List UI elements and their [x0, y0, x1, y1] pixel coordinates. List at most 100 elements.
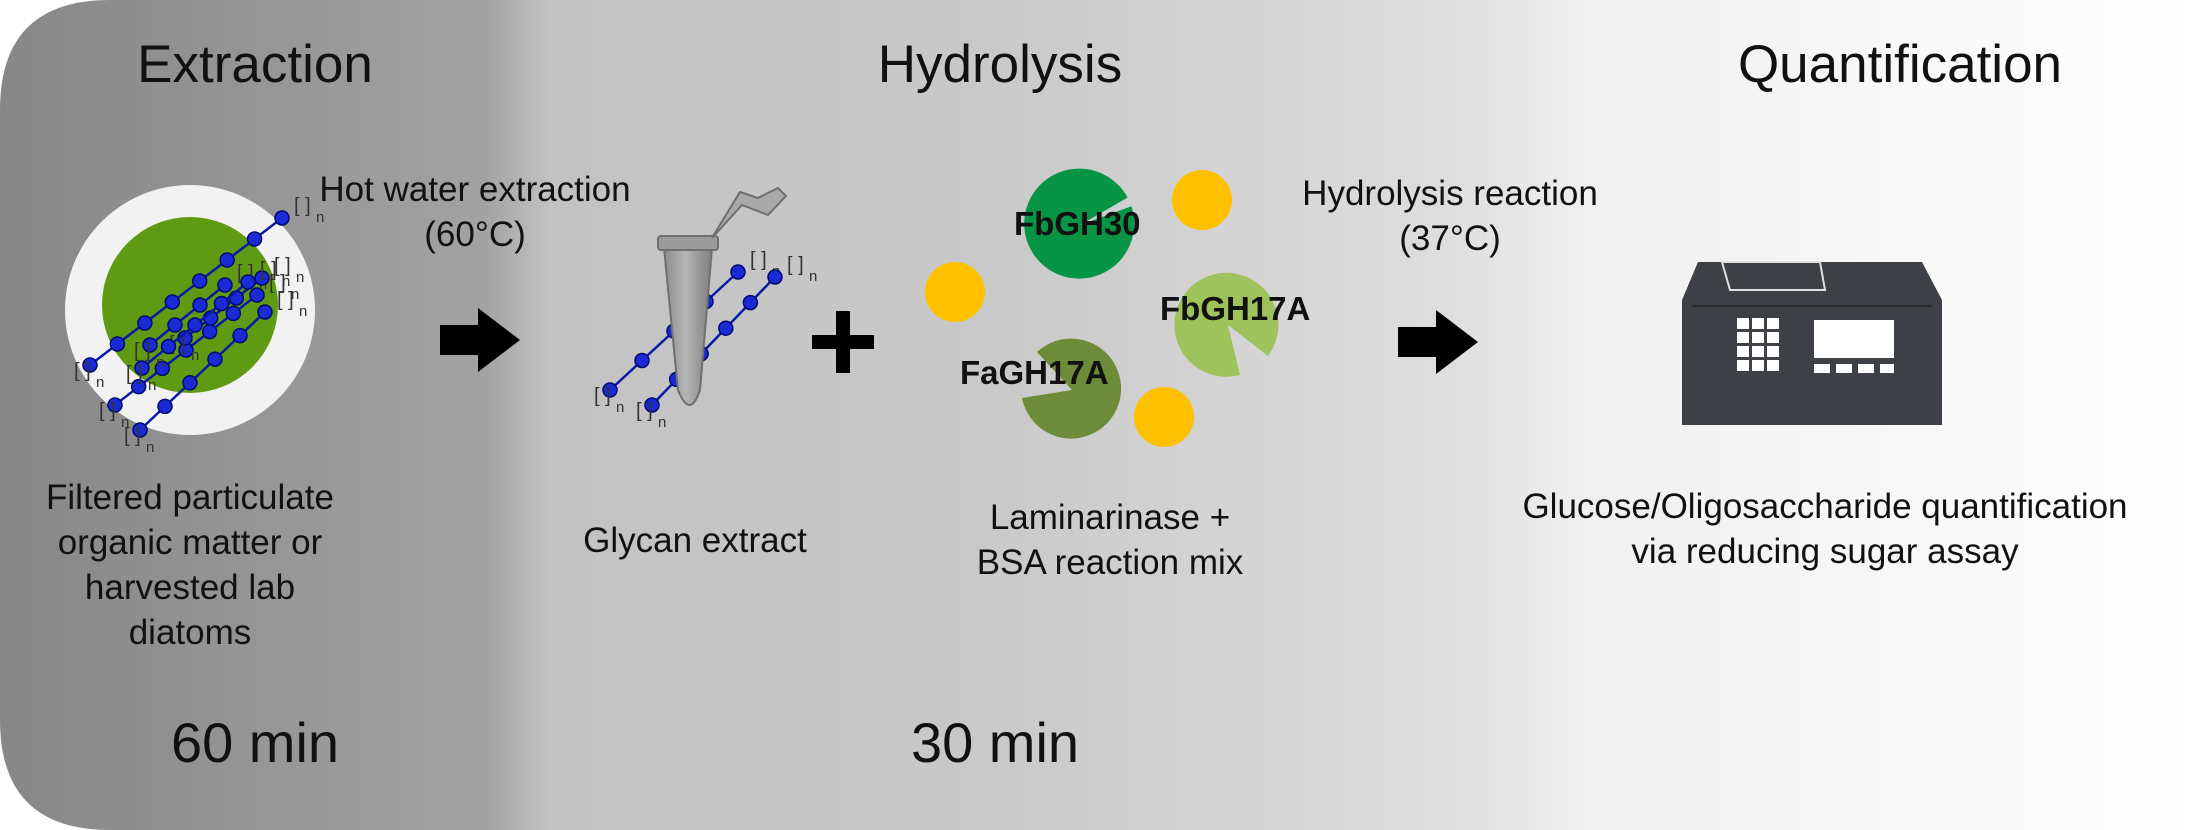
glycan-bead [602, 382, 618, 398]
repeat-subscript: n [96, 374, 104, 391]
repeat-subscript: n [291, 286, 299, 303]
glycan-bead [213, 295, 230, 312]
glycan-bead [130, 378, 147, 395]
repeat-bracket: [ ] [124, 425, 141, 447]
keypad-key [1767, 318, 1779, 329]
glycan-bead [644, 397, 660, 413]
repeat-bracket: [ ] [277, 289, 294, 311]
bsa-protein-icon [1134, 387, 1194, 447]
repeat-subscript: n [296, 269, 304, 286]
glycan-bead [219, 252, 235, 268]
keypad-key [1737, 332, 1749, 343]
keypad-key [1752, 318, 1764, 329]
glycan-bead [137, 315, 153, 331]
repeat-subscript: n [156, 354, 164, 371]
quantification-label: Glucose/Oligosaccharide quantification v… [1522, 487, 2128, 571]
glycan-bead [207, 351, 223, 367]
glycan-bead [240, 274, 256, 290]
keypad-key [1737, 318, 1749, 329]
glycan-bead [192, 297, 208, 313]
glycan-bead [154, 360, 171, 377]
step-hot-water-extraction: Hot water extraction (60°C) [319, 170, 631, 254]
repeat-subscript: n [616, 399, 624, 416]
glycan-bead [191, 273, 208, 289]
glycan-bead [182, 375, 198, 391]
keypad-key [1737, 360, 1749, 371]
glycan-bead [142, 337, 158, 353]
repeat-bracket: [ ] [594, 385, 611, 407]
keypad-key [1767, 332, 1779, 343]
glycan-bead [164, 294, 181, 310]
repeat-subscript: n [191, 347, 199, 364]
repeat-subscript: n [282, 273, 290, 290]
bsa-protein-icon [1172, 170, 1232, 230]
repeat-subscript: n [146, 439, 154, 456]
repeat-bracket: [ ] [126, 363, 143, 385]
repeat-subscript: n [148, 377, 156, 394]
step-hydrolysis-reaction: Hydrolysis reaction (37°C) [1302, 174, 1598, 258]
glycan-bead [767, 269, 783, 285]
glycan-bead [634, 352, 650, 369]
repeat-bracket: [ ] [787, 254, 804, 276]
sample-label: Filtered particulate organic matter or h… [46, 478, 334, 652]
stage-title-quantification: Quantification [1737, 35, 2063, 94]
glycan-bead [167, 317, 183, 333]
repeat-bracket: [ ] [269, 272, 286, 294]
glycan-bead [217, 277, 233, 293]
repeat-bracket: [ ] [636, 400, 653, 422]
glycan-bead [742, 294, 759, 311]
glycan-extract-label: Glycan extract [583, 521, 807, 560]
reaction-mix-label: Laminarinase + BSA reaction mix [976, 498, 1244, 582]
plus-icon [812, 311, 874, 373]
glycan-bead [718, 320, 734, 336]
keypad-key [1752, 346, 1764, 357]
enzyme-icon [1024, 168, 1135, 279]
keypad-key [1752, 360, 1764, 371]
repeat-bracket: [ ] [134, 340, 151, 362]
repeat-bracket: [ ] [274, 255, 291, 277]
glycan-bead [160, 338, 177, 355]
keypad-key [1767, 360, 1779, 371]
glycan-bead [132, 422, 148, 438]
stage-title-hydrolysis: Hydrolysis [877, 35, 1123, 94]
repeat-subscript: n [121, 414, 129, 431]
glycan-bead [254, 270, 270, 286]
keypad-key [1767, 346, 1779, 357]
repeat-bracket: [ ] [260, 259, 277, 281]
extraction-time: 60 min [170, 711, 340, 774]
repeat-bracket: [ ] [99, 400, 116, 422]
glycan-bead [187, 317, 203, 333]
arrow-right-icon [440, 308, 520, 372]
enzyme-label-fbgh30: FbGH30 [1014, 205, 1141, 242]
glycan-bead [232, 327, 248, 344]
microtube-icon [657, 186, 788, 406]
glycan-bead [82, 357, 98, 373]
repeat-subscript: n [658, 414, 666, 431]
hydrolysis-time: 30 min [910, 711, 1080, 774]
repeat-subscript: n [299, 303, 307, 320]
arrow-right-icon [1398, 310, 1478, 374]
enzyme-label-fbgh17a: FbGH17A [1160, 290, 1311, 327]
stage-title-extraction: Extraction [137, 35, 373, 94]
enzyme-icon [1022, 338, 1122, 439]
bsa-protein-icon [925, 262, 985, 322]
glycan-bead [228, 290, 245, 306]
glycan-bead [257, 304, 273, 320]
glycan-bead [225, 305, 242, 322]
glycan-bead [246, 231, 263, 247]
glycan-bead [157, 398, 173, 415]
glycan-bead [249, 287, 265, 303]
repeat-bracket: [ ] [750, 249, 767, 271]
glycan-bead [730, 264, 746, 280]
glycan-bead [274, 210, 290, 226]
repeat-subscript: n [809, 268, 817, 285]
glycan-bead [109, 336, 126, 352]
repeat-bracket: [ ] [74, 360, 91, 382]
glycan-chains: [ ]n[ ]n[ ]n[ ]n[ ]n[ ]n[ ]n[ ]n[ ]n[ ]n… [74, 195, 817, 456]
enzyme-label-fagh17a: FaGH17A [960, 354, 1109, 391]
glycan-bead [201, 323, 218, 340]
repeat-subscript: n [316, 209, 324, 226]
glycan-bead [134, 360, 150, 376]
keypad-key [1752, 332, 1764, 343]
